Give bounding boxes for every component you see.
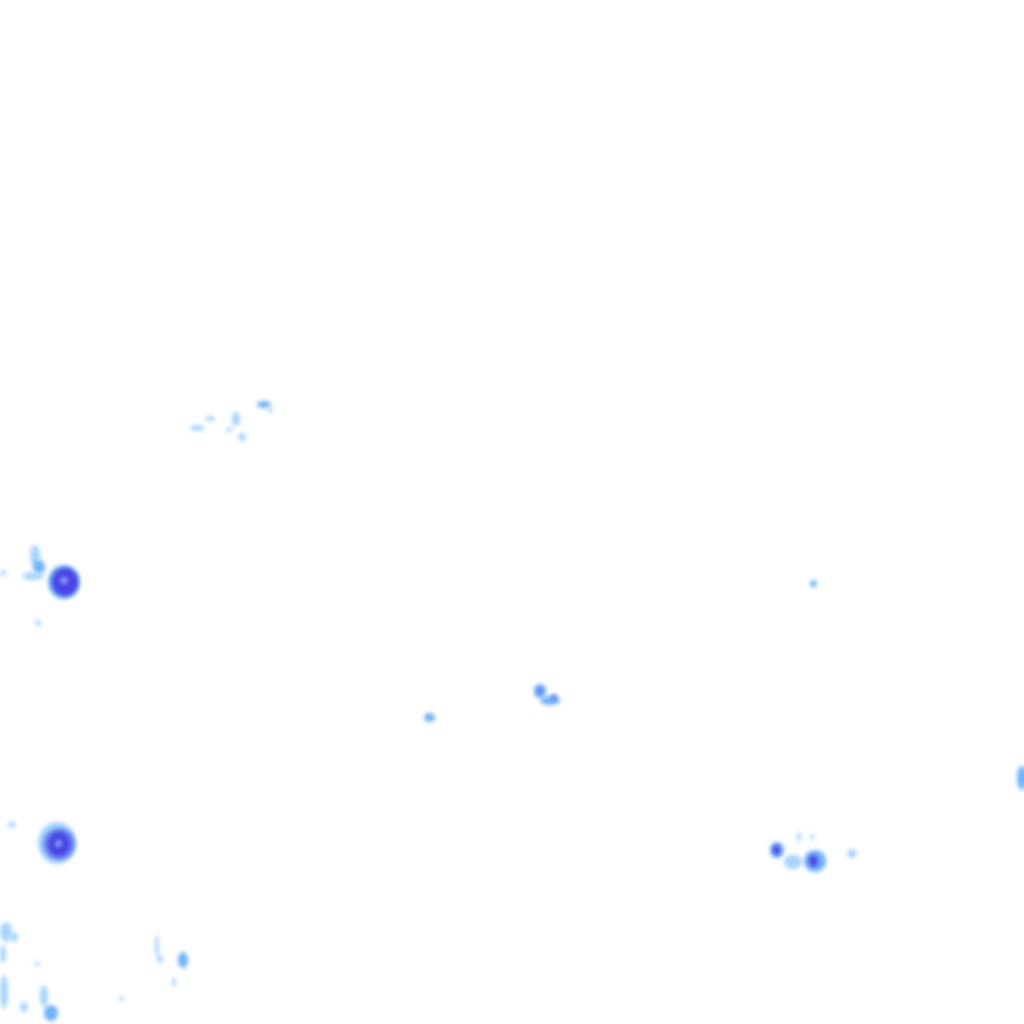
radar-map-tile[interactable] xyxy=(0,0,1024,1024)
